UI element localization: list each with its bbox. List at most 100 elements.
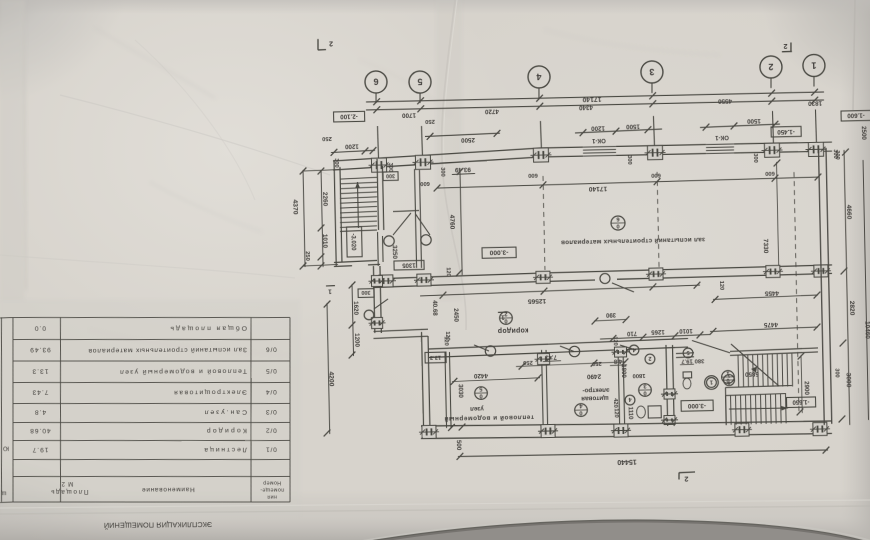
- svg-text:0/3: 0/3: [265, 408, 277, 415]
- svg-text:0/5: 0/5: [265, 367, 277, 374]
- svg-text:0: 0: [616, 222, 619, 228]
- svg-text:4.8: 4.8: [613, 357, 622, 363]
- svg-text:2: 2: [504, 310, 507, 316]
- svg-text:4340: 4340: [578, 104, 593, 111]
- svg-text:4760: 4760: [448, 215, 455, 230]
- svg-text:93.49: 93.49: [29, 346, 51, 353]
- svg-text:4370: 4370: [291, 199, 298, 214]
- svg-text:1: 1: [811, 60, 816, 70]
- svg-text:420: 420: [612, 398, 618, 408]
- svg-text:1110: 1110: [627, 407, 633, 420]
- svg-text:250: 250: [304, 251, 310, 261]
- svg-text:1200: 1200: [344, 143, 358, 150]
- svg-text:120: 120: [613, 408, 619, 417]
- svg-text:6: 6: [616, 215, 620, 221]
- svg-text:3250: 3250: [391, 245, 398, 259]
- svg-text:Ю: Ю: [3, 445, 9, 451]
- svg-text:Сан.узел: Сан.узел: [203, 408, 247, 415]
- svg-text:2490: 2490: [586, 373, 601, 380]
- svg-text:2: 2: [768, 62, 773, 72]
- svg-text:3: 3: [643, 382, 647, 388]
- svg-text:1200: 1200: [353, 333, 360, 347]
- svg-text:М 2: М 2: [61, 480, 73, 486]
- svg-text:1010: 1010: [679, 327, 693, 333]
- svg-text:0/6: 0/6: [265, 346, 277, 353]
- svg-text:-3.000: -3.000: [489, 248, 508, 255]
- svg-text:120: 120: [718, 281, 724, 290]
- svg-text:300: 300: [834, 150, 840, 159]
- svg-text:2900: 2900: [803, 381, 810, 395]
- svg-text:300: 300: [386, 172, 395, 178]
- svg-text:6: 6: [373, 77, 378, 87]
- svg-text:2: 2: [684, 474, 688, 483]
- svg-text:ния: ния: [267, 494, 277, 500]
- svg-text:1830: 1830: [807, 99, 822, 106]
- svg-text:0/2: 0/2: [265, 427, 277, 434]
- svg-text:4420: 4420: [473, 372, 488, 379]
- svg-text:помеще-: помеще-: [260, 486, 284, 492]
- svg-text:13.3: 13.3: [429, 354, 441, 360]
- svg-text:1: 1: [726, 370, 730, 376]
- svg-text:17140: 17140: [588, 185, 607, 192]
- svg-text:710: 710: [626, 330, 637, 336]
- svg-text:3000: 3000: [844, 373, 851, 388]
- svg-text:щ: щ: [1, 490, 6, 496]
- svg-text:13.3: 13.3: [32, 367, 49, 374]
- svg-text:-3.020: -3.020: [350, 233, 356, 251]
- svg-text:600: 600: [528, 172, 538, 178]
- svg-text:7330: 7330: [761, 239, 768, 254]
- svg-text:4: 4: [631, 346, 635, 352]
- svg-text:12565: 12565: [527, 297, 546, 304]
- svg-text:1700: 1700: [401, 111, 416, 118]
- svg-text:300: 300: [833, 368, 839, 377]
- svg-text:-1.450: -1.450: [777, 128, 795, 135]
- svg-text:-2.100: -2.100: [340, 113, 358, 120]
- svg-text:4: 4: [536, 72, 541, 82]
- svg-text:19.7: 19.7: [32, 446, 49, 453]
- svg-text:300: 300: [752, 153, 758, 162]
- svg-text:Лестница: Лестница: [203, 446, 247, 453]
- svg-text:300: 300: [832, 149, 838, 158]
- svg-text:1620: 1620: [352, 301, 359, 315]
- svg-text:120: 120: [443, 336, 449, 345]
- svg-text:0: 0: [643, 389, 646, 395]
- svg-text:1265: 1265: [651, 328, 665, 334]
- svg-text:120: 120: [445, 267, 451, 276]
- svg-text:Номер: Номер: [263, 479, 281, 485]
- svg-text:1: 1: [709, 378, 713, 384]
- svg-text:2260: 2260: [321, 192, 328, 207]
- svg-text:0: 0: [726, 377, 729, 383]
- svg-text:Зал испытаний строительных мат: Зал испытаний строительных материалов: [88, 346, 247, 355]
- svg-text:4660: 4660: [845, 205, 852, 220]
- svg-text:120: 120: [612, 336, 618, 345]
- svg-text:15440: 15440: [617, 458, 637, 465]
- svg-text:300: 300: [387, 163, 393, 172]
- svg-text:40.68: 40.68: [29, 427, 51, 434]
- svg-text:Площадь: Площадь: [49, 488, 88, 495]
- svg-text:4: 4: [579, 403, 583, 409]
- svg-text:1: 1: [328, 288, 332, 295]
- svg-text:1: 1: [501, 314, 505, 321]
- svg-text:1200: 1200: [590, 124, 604, 131]
- svg-text:1500: 1500: [746, 117, 760, 124]
- svg-text:7.43: 7.43: [32, 388, 49, 395]
- svg-text:-1.600: -1.600: [847, 112, 865, 119]
- svg-text:250: 250: [322, 135, 332, 141]
- svg-text:0/1: 0/1: [265, 446, 277, 453]
- svg-text:ЭКСПЛИКАЦИЯ ПОМЕЩЕНИЙ: ЭКСПЛИКАЦИЯ ПОМЕЩЕНИЙ: [104, 520, 213, 530]
- svg-text:600: 600: [765, 170, 775, 176]
- svg-text:17140: 17140: [582, 95, 601, 102]
- svg-text:3030: 3030: [457, 384, 464, 398]
- svg-text:1305: 1305: [402, 261, 416, 267]
- svg-text:500: 500: [455, 440, 462, 451]
- svg-text:250: 250: [425, 118, 435, 124]
- svg-text:узел: узел: [470, 405, 484, 412]
- svg-text:390: 390: [605, 311, 616, 317]
- svg-text:5: 5: [478, 386, 482, 392]
- svg-text:2820: 2820: [848, 301, 855, 316]
- svg-text:7.43: 7.43: [544, 353, 556, 359]
- svg-text:0.0: 0.0: [34, 324, 46, 331]
- svg-text:ОК-1: ОК-1: [591, 137, 605, 143]
- svg-text:600: 600: [651, 172, 661, 178]
- svg-text:10460: 10460: [864, 321, 870, 339]
